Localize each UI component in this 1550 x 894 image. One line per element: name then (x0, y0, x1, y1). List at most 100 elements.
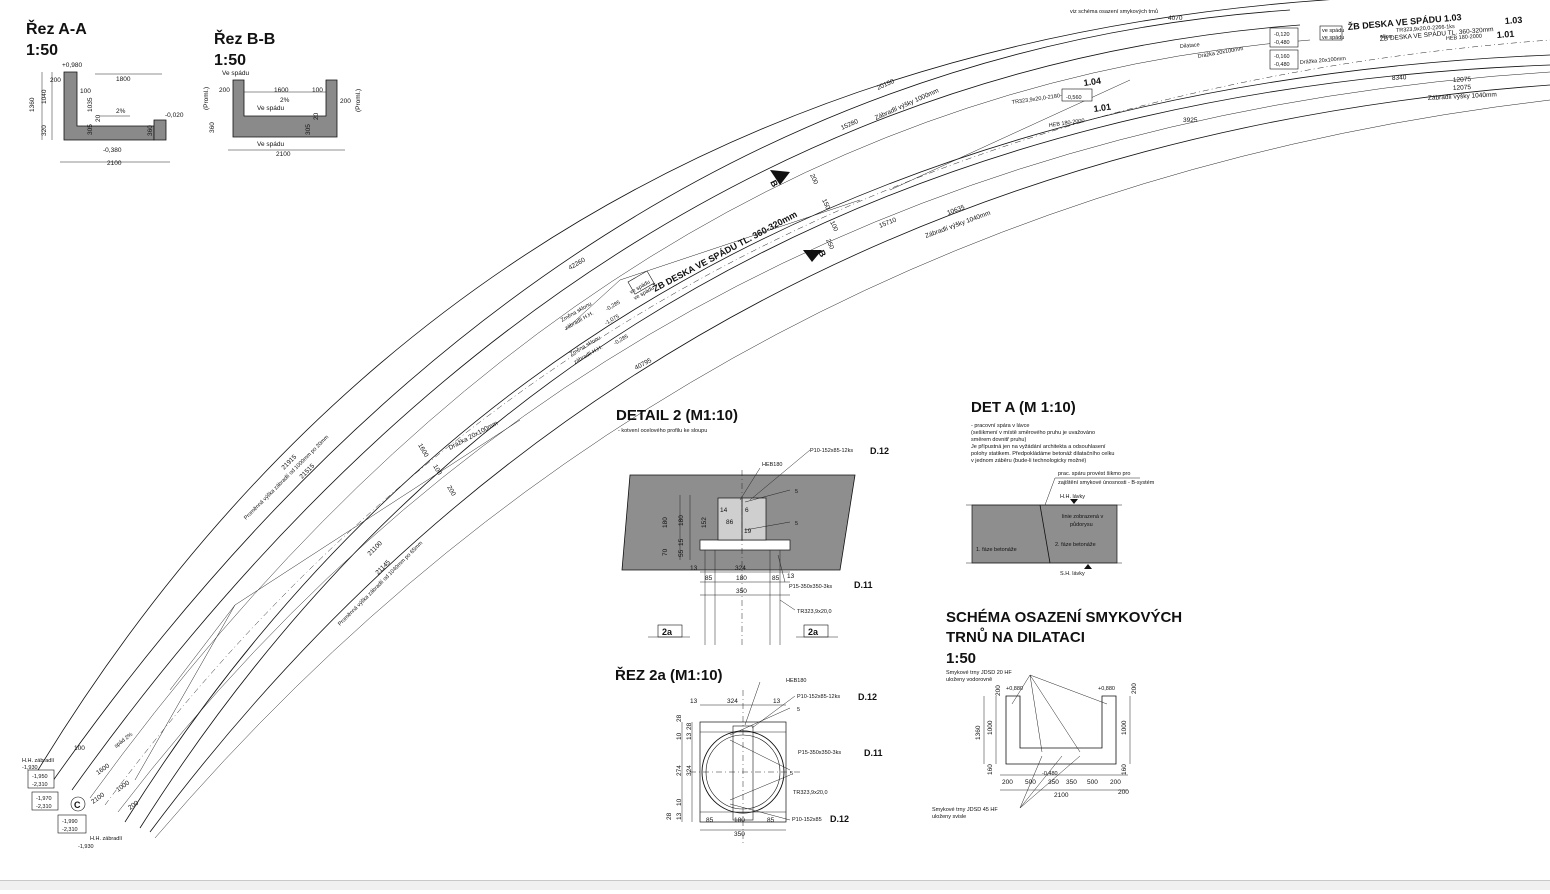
svg-text:-1,950: -1,950 (32, 774, 48, 780)
svg-text:H.H. zábradlí: H.H. zábradlí (90, 836, 123, 842)
svg-text:2100: 2100 (276, 151, 291, 158)
svg-text:D.12: D.12 (858, 692, 877, 702)
status-bar (0, 880, 1550, 890)
plan-edge-outer2 (124, 54, 1550, 823)
section-marker-c: C (70, 796, 86, 812)
svg-text:15710: 15710 (878, 216, 898, 229)
svg-text:-0,480: -0,480 (1274, 40, 1290, 46)
svg-text:14: 14 (720, 507, 728, 514)
section-bb: Řez B-B 1:50 Ve spádu 200 1600 100 2% Ve… (203, 29, 362, 158)
svg-text:160: 160 (1121, 764, 1128, 775)
svg-text:Ve spádu: Ve spádu (257, 105, 284, 112)
svg-text:305: 305 (305, 124, 312, 135)
svg-text:200: 200 (808, 173, 819, 186)
svg-text:1035: 1035 (87, 97, 94, 112)
svg-text:320: 320 (41, 125, 48, 136)
svg-text:(sešikmení v místě směrového p: (sešikmení v místě směrového pruhu je uv… (971, 430, 1095, 436)
svg-text:500: 500 (1087, 779, 1098, 786)
svg-text:uloženy svisle: uloženy svisle (932, 814, 966, 820)
svg-text:polohy statikem. Předpokládáme: polohy statikem. Předpokládáme betonáž d… (971, 451, 1114, 457)
plan-inner-line1 (89, 39, 1311, 799)
svg-text:28: 28 (666, 812, 673, 820)
schema-title-1: SCHÉMA OSAZENÍ SMYKOVÝCH (946, 608, 1182, 626)
svg-text:+0,980: +0,980 (62, 62, 82, 69)
plan-edge-top (49, 9, 1291, 786)
section-marker-b-top: B (768, 170, 790, 189)
svg-text:1600: 1600 (416, 443, 429, 459)
deck-label-main: ŽB DESKA VE SPÁDU TL. 360-320mm (651, 208, 799, 294)
svg-text:-0,380: -0,380 (103, 147, 122, 154)
svg-text:P15-350x350-3ks: P15-350x350-3ks (789, 584, 832, 590)
svg-text:2%: 2% (280, 97, 290, 104)
svg-text:324: 324 (735, 565, 746, 572)
plan-inner-line2 (117, 71, 1550, 813)
svg-text:Smykové trny JDSD 45 HF: Smykové trny JDSD 45 HF (932, 807, 998, 813)
section-aa-title: Řez A-A (26, 19, 87, 38)
svg-text:200: 200 (340, 98, 351, 105)
svg-text:ve spádu: ve spádu (1322, 28, 1344, 34)
svg-text:1.01: 1.01 (1496, 29, 1514, 40)
plan-edge-top2 (71, 24, 1301, 791)
svg-text:85: 85 (772, 575, 780, 582)
svg-text:12075: 12075 (1453, 84, 1472, 92)
svg-text:v jednom záběru (bude-li techn: v jednom záběru (bude-li technologicky m… (971, 458, 1086, 464)
svg-text:13: 13 (676, 812, 683, 820)
svg-text:1360: 1360 (975, 725, 982, 740)
svg-text:P10-152x85: P10-152x85 (792, 817, 822, 823)
svg-text:70: 70 (662, 548, 669, 556)
detail-a: DET A (M 1:10) - pracovní spára v lávce … (966, 399, 1155, 577)
svg-text:-0,285: -0,285 (613, 334, 630, 347)
svg-text:13: 13 (690, 565, 698, 572)
schema-title-2: TRNŮ NA DILATACI (946, 627, 1085, 646)
svg-text:HEB 180-2000: HEB 180-2000 (1048, 118, 1085, 129)
svg-text:-2,310: -2,310 (36, 804, 52, 810)
svg-text:-0,160: -0,160 (1274, 54, 1290, 60)
svg-text:linie zobrazená v: linie zobrazená v (1062, 514, 1104, 520)
svg-text:274: 274 (676, 765, 683, 776)
section-aa: Řez A-A 1:50 +0,980 1360 1040 200 100 18… (26, 19, 184, 167)
svg-text:85: 85 (767, 817, 775, 824)
svg-text:2100: 2100 (107, 160, 122, 167)
svg-text:(Proml.): (Proml.) (203, 87, 210, 110)
svg-text:2100: 2100 (1054, 792, 1069, 799)
svg-text:-1,970: -1,970 (36, 796, 52, 802)
svg-text:20: 20 (95, 114, 102, 122)
section-aa-concrete (63, 71, 155, 141)
svg-text:HEB 180-2000: HEB 180-2000 (1446, 33, 1482, 42)
svg-text:20150: 20150 (876, 78, 896, 92)
plan-edge-outer (139, 64, 1550, 829)
svg-text:TR323,9x20,0-2266-1ks: TR323,9x20,0-2266-1ks (1396, 24, 1456, 34)
svg-text:180: 180 (736, 575, 747, 582)
svg-text:-2,310: -2,310 (32, 782, 48, 788)
svg-text:viz schéma osazení smykových t: viz schéma osazení smykových trnů (1070, 8, 1158, 15)
svg-text:21100: 21100 (366, 540, 384, 558)
svg-text:100: 100 (80, 88, 91, 95)
svg-text:13: 13 (787, 573, 795, 580)
svg-text:42260: 42260 (568, 256, 587, 271)
svg-text:D.11: D.11 (864, 748, 883, 758)
svg-text:200: 200 (1110, 779, 1121, 786)
svg-text:2a: 2a (662, 627, 673, 637)
svg-text:-0,285: -0,285 (605, 300, 622, 313)
svg-text:Proměnná výška zábradlí od 100: Proměnná výška zábradlí od 1000mm po 20m… (243, 434, 330, 521)
svg-text:B: B (816, 248, 828, 259)
svg-text:3925: 3925 (1183, 117, 1198, 124)
svg-text:-1,075: -1,075 (604, 314, 621, 327)
svg-text:15: 15 (678, 538, 685, 546)
svg-text:-1,930: -1,930 (22, 765, 38, 771)
svg-text:uloženy vodorovně: uloženy vodorovně (946, 677, 992, 683)
svg-text:1. fáze betonáže: 1. fáze betonáže (976, 547, 1017, 553)
svg-text:13: 13 (773, 698, 781, 705)
svg-text:200: 200 (1002, 779, 1013, 786)
svg-text:(Proml.): (Proml.) (355, 89, 362, 112)
section-bb-title: Řez B-B (214, 29, 275, 48)
svg-text:85: 85 (706, 817, 714, 824)
plan-edge-bottom (149, 84, 1550, 833)
plan-dim-line-bottom (154, 99, 1550, 839)
svg-text:200: 200 (50, 77, 61, 84)
svg-text:spád 2%: spád 2% (114, 732, 135, 750)
svg-text:10: 10 (676, 798, 683, 806)
svg-text:12075: 12075 (1453, 76, 1472, 84)
svg-text:19: 19 (744, 528, 752, 535)
